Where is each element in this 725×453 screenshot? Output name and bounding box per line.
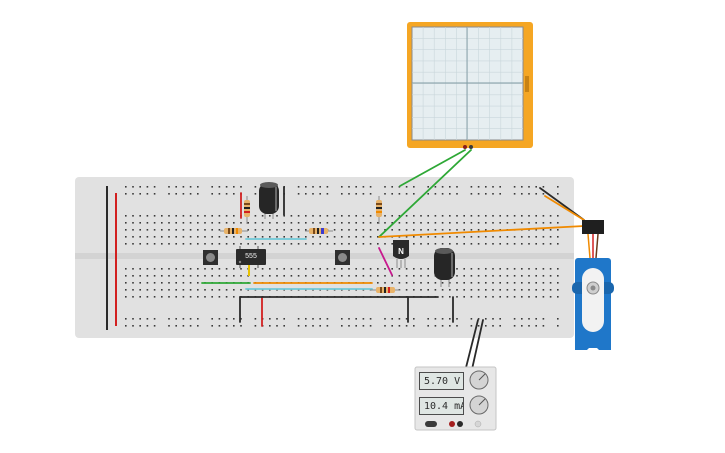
wire-green-scope-a[interactable]	[399, 149, 466, 187]
transistor-label: N	[398, 247, 404, 256]
servo-horn[interactable]	[582, 268, 604, 332]
oscilloscope-probe-terminal[interactable]	[463, 145, 467, 149]
capacitor-c1[interactable]	[259, 182, 279, 219]
ic-label: 555	[245, 253, 257, 260]
wire-orange-servo-signal[interactable]	[378, 225, 585, 238]
negative-terminal[interactable]	[457, 421, 463, 427]
resistor-r5[interactable]	[370, 287, 400, 293]
oscilloscope-ground-terminal[interactable]	[469, 145, 473, 149]
resistor-r3[interactable]	[305, 228, 333, 234]
wire-magenta[interactable]	[378, 247, 393, 276]
oscilloscope-scale-label	[525, 76, 529, 92]
oscilloscope-grid	[412, 27, 523, 140]
power-switch[interactable]	[425, 421, 437, 427]
voltage-display: 5.70 V	[419, 372, 464, 390]
resistors[interactable]	[220, 196, 400, 293]
servo-motor[interactable]	[572, 220, 614, 350]
oscilloscope[interactable]	[407, 22, 533, 149]
positive-terminal[interactable]	[449, 421, 455, 427]
push-button-1[interactable]	[203, 250, 218, 265]
transistor-npn[interactable]	[393, 240, 409, 268]
breadboard[interactable]	[75, 177, 574, 338]
wire-orange-servo-power[interactable]	[544, 195, 585, 221]
capacitor-c2[interactable]	[434, 248, 455, 287]
servo-connector[interactable]	[582, 220, 604, 234]
resistor-r1[interactable]	[244, 196, 250, 224]
resistor-r2[interactable]	[220, 228, 248, 234]
resistor-r4[interactable]	[376, 196, 382, 224]
push-button-2[interactable]	[335, 250, 350, 265]
current-display: 10.4 mA	[419, 397, 464, 415]
wire-green-scope-b[interactable]	[378, 149, 472, 238]
